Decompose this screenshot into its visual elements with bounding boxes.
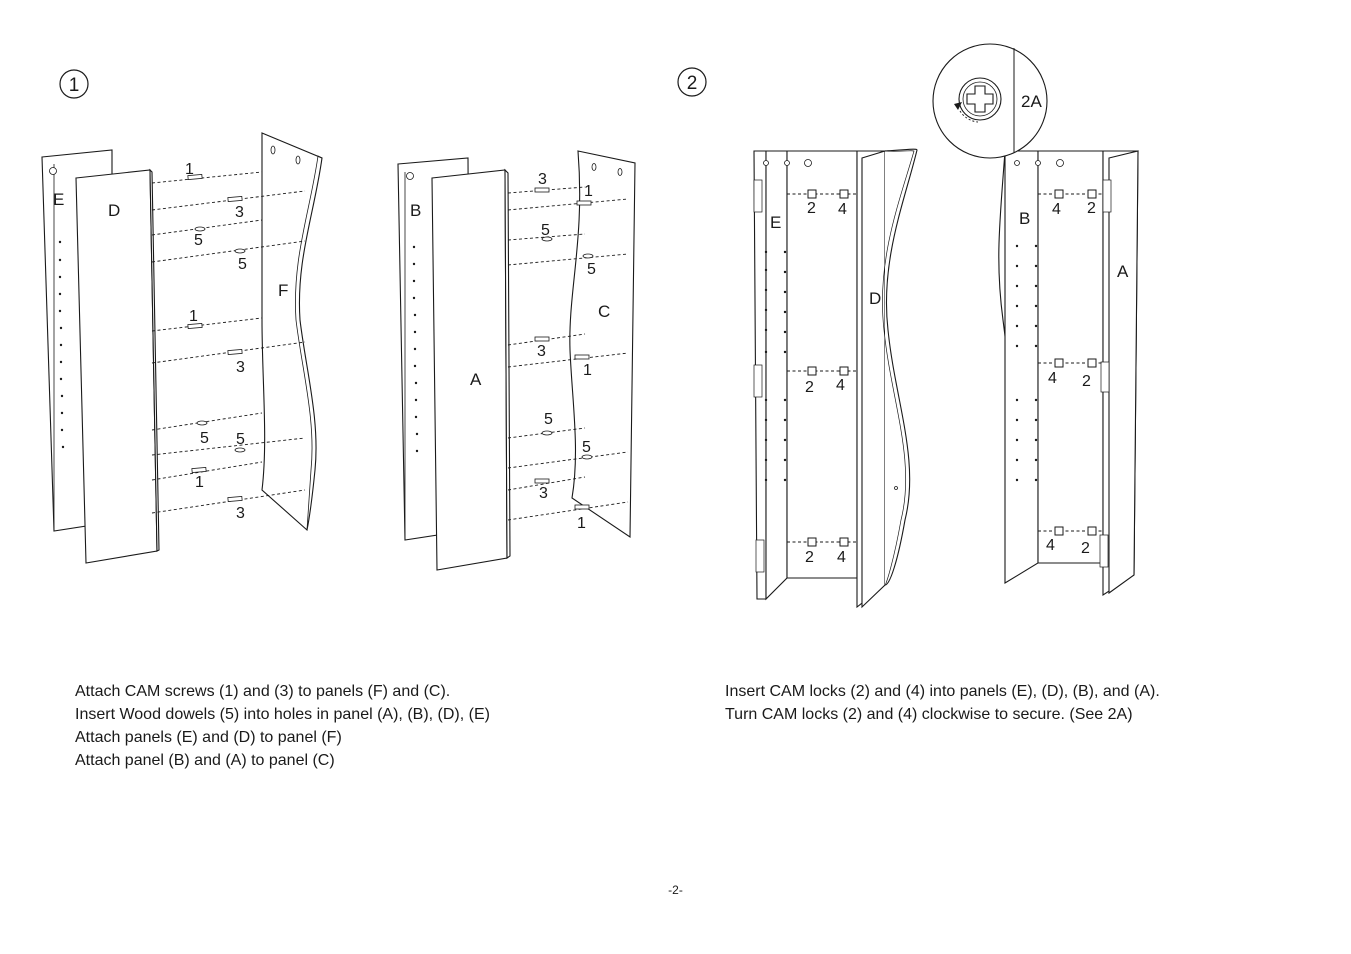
step1-instruction-line: Attach CAM screws (1) and (3) to panels … — [75, 683, 451, 700]
part-4-e: 4 — [1048, 370, 1057, 387]
label-b-step2: B — [1019, 209, 1030, 228]
step1-instructions: Attach CAM screws (1) and (3) to panels … — [75, 680, 635, 772]
step1-right-guides — [507, 186, 629, 521]
part-1-b: 1 — [189, 308, 198, 325]
part-5-a: 5 — [194, 232, 203, 249]
part-3-f: 3 — [539, 485, 548, 502]
part-4-d: 4 — [1052, 201, 1061, 218]
step2-number: 2 — [687, 73, 698, 94]
part-4-b: 4 — [836, 377, 845, 394]
assembly-b-a — [998, 150, 1139, 597]
label-a: A — [470, 370, 482, 389]
step1-instruction-line: Attach panel (B) and (A) to panel (C) — [75, 752, 335, 769]
step1-left-guides — [151, 171, 306, 514]
part-3-e: 3 — [537, 343, 546, 360]
part-2-d: 2 — [1087, 200, 1096, 217]
label-b: B — [410, 201, 421, 220]
step1-badge — [59, 69, 89, 99]
step1-diagram: 1 E D F — [41, 69, 636, 571]
label-e-step2: E — [770, 213, 781, 232]
part-1-a: 1 — [185, 161, 194, 178]
label-d-step2: D — [869, 289, 881, 308]
step2-instruction-line: Turn CAM locks (2) and (4) clockwise to … — [725, 706, 1133, 723]
step1-instruction-line: Attach panels (E) and (D) to panel (F) — [75, 729, 342, 746]
part-5-d: 5 — [236, 431, 245, 448]
part-3-b: 3 — [236, 359, 245, 376]
part-1-e: 1 — [583, 362, 592, 379]
part-3-a: 3 — [235, 204, 244, 221]
part-4-f: 4 — [1046, 537, 1055, 554]
part-5-f: 5 — [587, 261, 596, 278]
part-3-c: 3 — [236, 505, 245, 522]
panel-c — [569, 150, 636, 539]
part-2-c: 2 — [805, 549, 814, 566]
step2-diagram: 2 — [677, 43, 1139, 609]
part-5-b: 5 — [238, 256, 247, 273]
step2-badge — [677, 67, 707, 97]
part-3-d: 3 — [538, 171, 547, 188]
panel-f — [261, 132, 323, 532]
step2-instructions: Insert CAM locks (2) and (4) into panels… — [725, 680, 1285, 726]
part-5-g: 5 — [544, 411, 553, 428]
part-2-e: 2 — [1082, 373, 1091, 390]
part-1-c: 1 — [195, 474, 204, 491]
label-c: C — [598, 302, 610, 321]
panel-a — [431, 168, 511, 571]
step1-instruction-line: Insert Wood dowels (5) into holes in pan… — [75, 706, 490, 723]
label-d: D — [108, 201, 120, 220]
part-1-d: 1 — [584, 183, 593, 200]
part-2-f: 2 — [1081, 540, 1090, 557]
part-2-b: 2 — [805, 379, 814, 396]
label-f: F — [278, 281, 288, 300]
part-5-h: 5 — [582, 439, 591, 456]
part-4-a: 4 — [838, 201, 847, 218]
assembly-e-d — [753, 148, 918, 609]
part-1-f: 1 — [577, 515, 586, 532]
step1-number: 1 — [69, 75, 80, 96]
part-5-e: 5 — [541, 222, 550, 239]
cross-screw-icon — [966, 85, 994, 113]
rotate-arrow-icon — [959, 110, 979, 123]
label-a-step2: A — [1117, 262, 1129, 281]
detail-2a — [932, 43, 1048, 159]
panel-d — [75, 168, 160, 564]
detail-2a-label: 2A — [1021, 92, 1042, 111]
part-4-c: 4 — [837, 549, 846, 566]
page-number: -2- — [668, 883, 683, 897]
part-2-a: 2 — [807, 200, 816, 217]
step2-instruction-line: Insert CAM locks (2) and (4) into panels… — [725, 683, 1160, 700]
part-5-c: 5 — [200, 430, 209, 447]
label-e: E — [53, 190, 64, 209]
